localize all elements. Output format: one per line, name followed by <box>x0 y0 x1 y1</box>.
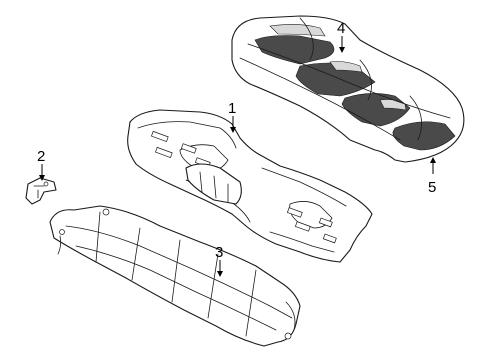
callout-labels: 1 2 3 4 5 <box>37 20 436 261</box>
callout-3: 3 <box>215 244 223 261</box>
leader-lines <box>39 36 436 277</box>
callout-1: 1 <box>228 100 236 117</box>
callout-4: 4 <box>337 20 345 37</box>
seat-pan <box>49 205 301 347</box>
seat-cushion-pad <box>231 15 465 163</box>
bracket <box>25 177 57 205</box>
callout-2: 2 <box>37 148 45 165</box>
callout-5: 5 <box>428 179 436 196</box>
seat-frame <box>127 109 373 263</box>
